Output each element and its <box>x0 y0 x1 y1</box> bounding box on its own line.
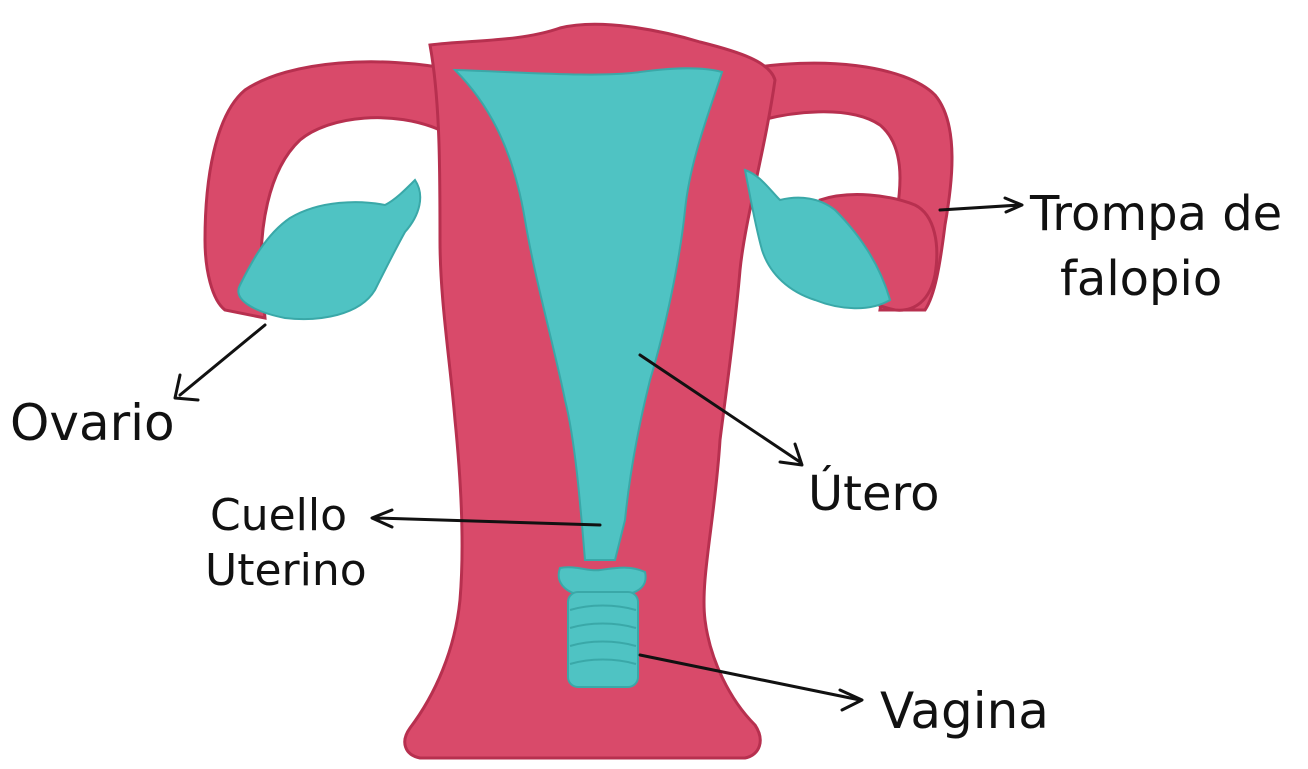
label-ovario: Ovario <box>10 394 175 452</box>
label-cuello-line2: Uterino <box>205 545 367 596</box>
label-cuello-line1: Cuello <box>210 490 347 541</box>
label-utero: Útero <box>808 465 940 522</box>
label-trompa-line1: Trompa de <box>1029 186 1282 242</box>
label-trompa-line2: falopio <box>1060 251 1222 307</box>
vaginal-canal[interactable] <box>568 592 638 687</box>
label-vagina: Vagina <box>880 682 1049 740</box>
arrow-trompa <box>940 198 1022 212</box>
cervix[interactable] <box>559 567 646 595</box>
arrow-ovario <box>175 325 265 400</box>
